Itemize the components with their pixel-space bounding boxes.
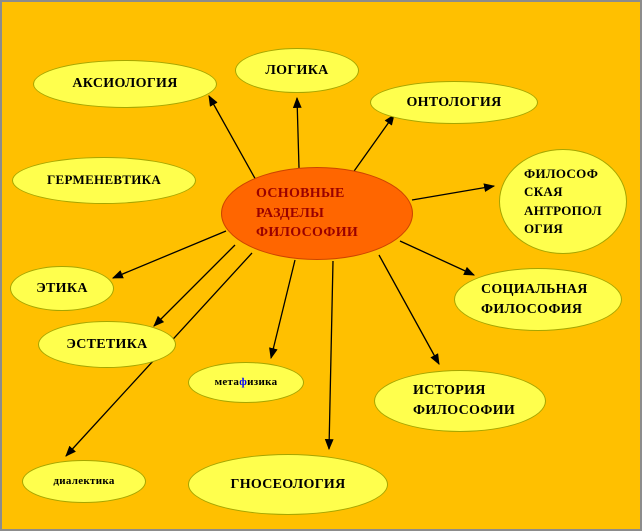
- node-ontologiya: ОНТОЛОГИЯ: [370, 81, 538, 124]
- node-label: диалектика: [53, 474, 115, 487]
- node-germenevtika: ГЕРМЕНЕВТИКА: [12, 157, 196, 204]
- node-dialektika: диалектика: [22, 460, 146, 503]
- node-label: ЭСТЕТИКА: [66, 336, 148, 352]
- node-etika: ЭТИКА: [10, 266, 114, 311]
- node-label: ЭТИКА: [36, 280, 88, 296]
- node-label: ГНОСЕОЛОГИЯ: [230, 476, 346, 492]
- node-metafizika: метафизика: [188, 362, 304, 403]
- node-aksiologiya: АКСИОЛОГИЯ: [33, 60, 217, 108]
- node-label: метафизика: [214, 375, 278, 388]
- node-logika: ЛОГИКА: [235, 48, 359, 93]
- node-label: АКСИОЛОГИЯ: [72, 76, 178, 92]
- node-estetika: ЭСТЕТИКА: [38, 321, 176, 368]
- node-label: ОНТОЛОГИЯ: [406, 94, 502, 110]
- node-label: ЛОГИКА: [265, 62, 329, 78]
- node-gnoseologiya: ГНОСЕОЛОГИЯ: [188, 454, 388, 515]
- node-label: ГЕРМЕНЕВТИКА: [46, 172, 162, 188]
